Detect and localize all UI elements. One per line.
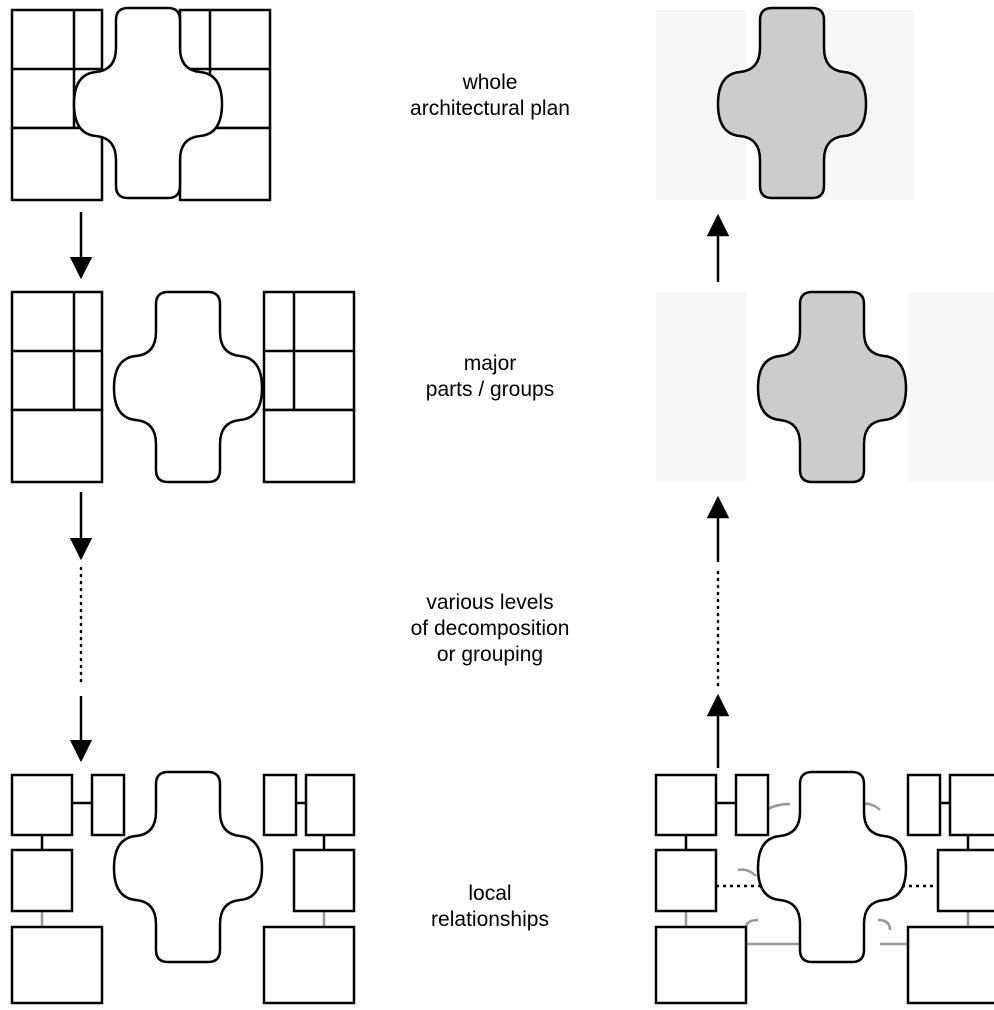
- left-hall-parts: [112, 290, 264, 484]
- right-hall-parts: [756, 290, 908, 484]
- level-label-local-relationships: local relationships: [340, 881, 640, 933]
- level-label-various-levels: various levels of decomposition or group…: [340, 590, 640, 668]
- level-label-major-parts: major parts / groups: [340, 351, 640, 403]
- left-hall-local: [112, 770, 264, 964]
- level-label-line: major: [463, 352, 517, 375]
- level-label-line: parts / groups: [425, 378, 555, 401]
- level-label-line: various levels: [426, 591, 554, 614]
- right-plan-parts: [656, 290, 994, 484]
- level-label-line: architectural plan: [410, 97, 570, 120]
- left-plan-local: [10, 770, 356, 1005]
- level-label-line: or grouping: [436, 643, 544, 666]
- level-label-whole-plan: whole architectural plan: [340, 70, 640, 122]
- right-hall-local: [756, 770, 908, 964]
- level-label-line: local: [468, 882, 512, 905]
- level-label-line: whole: [462, 71, 518, 94]
- left-plan-whole: [10, 6, 272, 202]
- right-plan-local: [654, 770, 994, 1005]
- level-label-line: relationships: [431, 908, 549, 931]
- left-plan-parts: [10, 290, 356, 484]
- right-plan-whole: [656, 6, 914, 200]
- level-label-line: of decomposition: [410, 617, 570, 640]
